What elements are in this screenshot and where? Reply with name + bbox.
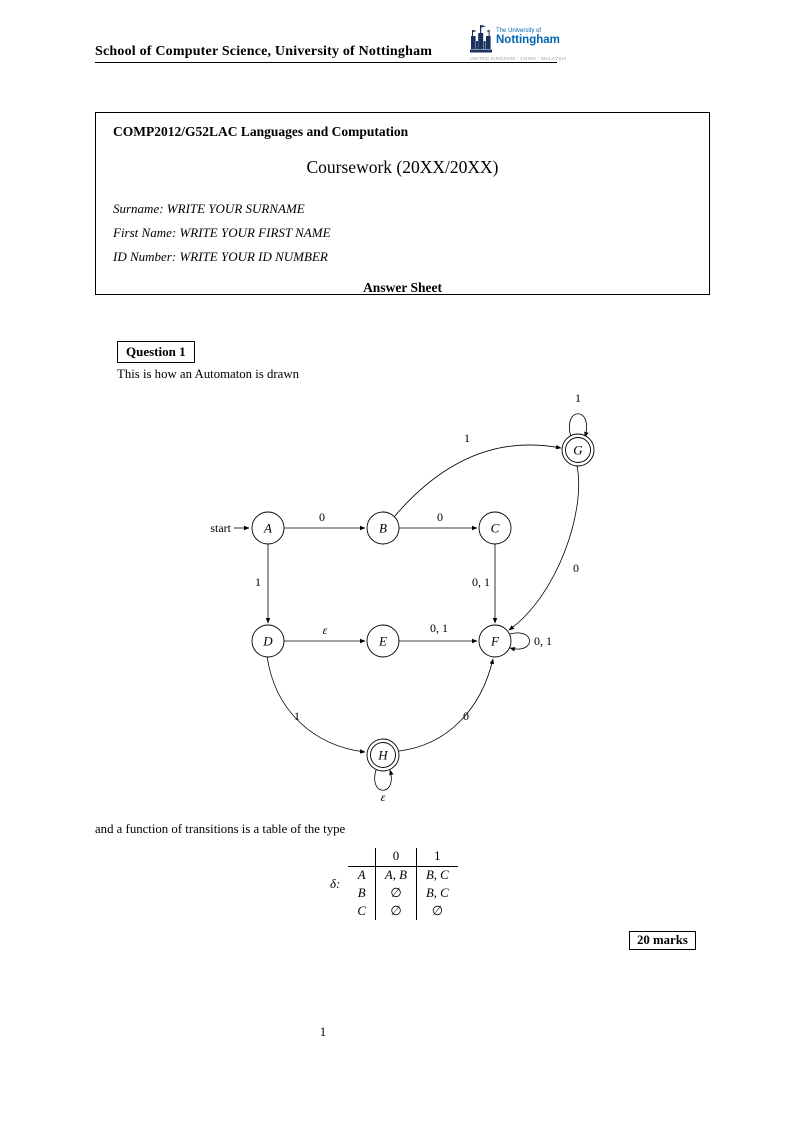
table-row: B ∅ B, C [348, 884, 457, 902]
state-D-label: D [262, 634, 273, 649]
table-row: A A, B B, C [348, 866, 457, 884]
delta-label: δ: [330, 876, 341, 891]
label-B-G: 1 [464, 431, 470, 445]
label-H-H: ε [381, 790, 386, 804]
state-D [251, 624, 285, 658]
question-1-label: Question 1 [117, 341, 195, 363]
table-header-row: 0 1 [348, 848, 458, 867]
logo-wordmark: The University of Nottingham [496, 24, 560, 46]
label-A-B: 0 [319, 510, 325, 524]
row-B-state: B [348, 884, 376, 902]
state-G-inner [565, 437, 591, 463]
state-F [478, 624, 512, 658]
row-A-state: A [348, 866, 376, 884]
label-D-H: 1 [294, 709, 300, 723]
question-1-intro: This is how an Automaton is drawn [117, 367, 299, 381]
label-G-F: 0 [573, 561, 579, 575]
logo-subtext: UNITED KINGDOM · CHINA · MALAYSIA [470, 56, 567, 61]
col-header-1: 1 [416, 848, 458, 867]
state-E [366, 624, 400, 658]
coursework-title: Coursework (20XX/20XX) [306, 157, 499, 177]
firstname-field: First Name: WRITE YOUR FIRST NAME [113, 221, 692, 245]
label-A-D: 1 [255, 575, 261, 589]
start-label: start [210, 521, 231, 535]
col-header-0: 0 [375, 848, 417, 867]
row-B-col1: B, C [425, 885, 449, 900]
header-rule [95, 62, 557, 63]
module-title: COMP2012/G52LAC Languages and Computatio… [113, 124, 409, 139]
label-E-F: 0, 1 [430, 621, 448, 635]
transition-table: δ: 0 1 A A, B B, C B ∅ B, C C ∅ ∅ [330, 848, 458, 920]
row-A-col1: B, C [425, 867, 449, 882]
state-B [366, 511, 400, 545]
state-A-label: A [263, 521, 272, 536]
state-B-label: B [379, 521, 387, 536]
state-C [478, 511, 512, 545]
logo-line1: The University of [496, 28, 542, 34]
automaton-diagram: start 0 0 1 1 1 0, 1 0 ε 0, 1 0, 1 1 0 ε [210, 391, 595, 804]
header-institution: School of Computer Science, University o… [95, 44, 433, 59]
label-H-F: 0 [463, 709, 469, 723]
student-fields: Surname: WRITE YOUR SURNAME First Name: … [113, 197, 692, 269]
coursework-header-box: COMP2012/G52LAC Languages and Computatio… [95, 112, 710, 295]
castle-icon [470, 25, 492, 53]
transition-H-F [398, 658, 495, 752]
state-G-label: G [573, 443, 583, 458]
label-C-F: 0, 1 [472, 575, 490, 589]
idnumber-field: ID Number: WRITE YOUR ID NUMBER [113, 245, 692, 269]
row-C-col0: ∅ [375, 902, 417, 920]
transition-F-F-loop [509, 632, 530, 652]
idnumber-value: WRITE YOUR ID NUMBER [179, 249, 328, 264]
label-G-G: 1 [575, 391, 581, 405]
firstname-value: WRITE YOUR FIRST NAME [179, 225, 331, 240]
page-number: 1 [319, 1024, 327, 1039]
transition-G-F [508, 465, 580, 631]
row-C-col1: ∅ [431, 903, 443, 918]
row-B-col0: ∅ [375, 884, 417, 902]
label-B-C: 0 [437, 510, 443, 524]
table-corner-cell [348, 848, 376, 867]
surname-label: Surname: [113, 201, 164, 216]
state-E-label: E [378, 634, 387, 649]
state-H-label: H [377, 748, 388, 763]
marks-badge: 20 marks [629, 931, 696, 950]
idnumber-label: ID Number: [113, 249, 177, 264]
surname-value: WRITE YOUR SURNAME [166, 201, 305, 216]
table-intro: and a function of transitions is a table… [95, 822, 346, 836]
row-A-col0: A, B [375, 866, 417, 884]
transition-B-G [393, 444, 562, 518]
label-D-E: ε [323, 623, 328, 637]
state-A [251, 511, 285, 545]
transition-H-H-loop [374, 769, 394, 791]
transition-D-H [266, 655, 366, 754]
table-row: C ∅ ∅ [348, 902, 457, 920]
answer-sheet-heading: Answer Sheet [363, 280, 442, 295]
logo-line2: Nottingham [496, 34, 560, 47]
transition-G-G-loop [569, 413, 589, 438]
university-logo: The University of Nottingham [470, 24, 560, 54]
firstname-label: First Name: [113, 225, 177, 240]
state-H-inner [370, 742, 396, 768]
label-F-F: 0, 1 [534, 634, 552, 648]
state-F-label: F [490, 634, 500, 649]
row-C-state: C [348, 902, 376, 920]
state-C-label: C [491, 521, 500, 536]
surname-field: Surname: WRITE YOUR SURNAME [113, 197, 692, 221]
